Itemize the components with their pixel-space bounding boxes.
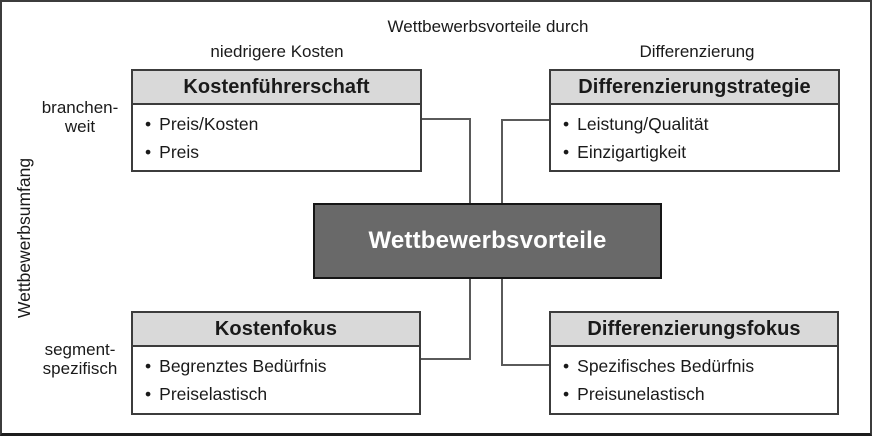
box-body: Spezifisches Bedürfnis Preisunelastisch — [551, 347, 837, 408]
row-label-industry-wide: branchen- weit — [41, 98, 119, 136]
diagram-heading: Wettbewerbsvorteile durch — [387, 17, 589, 36]
connector-bottom-right — [501, 279, 549, 366]
column-label-lower-costs: niedrigere Kosten — [210, 42, 344, 61]
bullet-item: Preiselastisch — [145, 380, 409, 408]
bullet-item: Einzigartigkeit — [563, 138, 828, 166]
bullet-item: Spezifisches Bedürfnis — [563, 352, 827, 380]
bullet-item: Leistung/Qualität — [563, 110, 828, 138]
connector-bottom-left — [421, 279, 471, 360]
connector-top-right — [501, 119, 549, 203]
box-title: Differenzierungstrategie — [551, 71, 838, 105]
box-title: Differenzierungsfokus — [551, 313, 837, 347]
box-title: Kostenführerschaft — [133, 71, 420, 105]
box-body: Preis/Kosten Preis — [133, 105, 420, 166]
bullet-item: Preis — [145, 138, 410, 166]
left-axis-label: Wettbewerbsumfang — [14, 157, 34, 319]
center-box-competitive-advantages: Wettbewerbsvorteile — [313, 203, 662, 279]
box-differentiation-strategy: Differenzierungstrategie Leistung/Qualit… — [549, 69, 840, 172]
connector-top-left — [422, 118, 471, 203]
box-title: Kostenfokus — [133, 313, 419, 347]
box-body: Begrenztes Bedürfnis Preiselastisch — [133, 347, 419, 408]
bullet-item: Preis/Kosten — [145, 110, 410, 138]
column-label-differentiation: Differenzierung — [639, 42, 755, 61]
row-label-segment-specific: segment- spezifisch — [42, 340, 118, 378]
box-body: Leistung/Qualität Einzigartigkeit — [551, 105, 838, 166]
bullet-item: Begrenztes Bedürfnis — [145, 352, 409, 380]
bullet-item: Preisunelastisch — [563, 380, 827, 408]
box-cost-leadership: Kostenführerschaft Preis/Kosten Preis — [131, 69, 422, 172]
box-cost-focus: Kostenfokus Begrenztes Bedürfnis Preisel… — [131, 311, 421, 415]
box-differentiation-focus: Differenzierungsfokus Spezifisches Bedür… — [549, 311, 839, 415]
